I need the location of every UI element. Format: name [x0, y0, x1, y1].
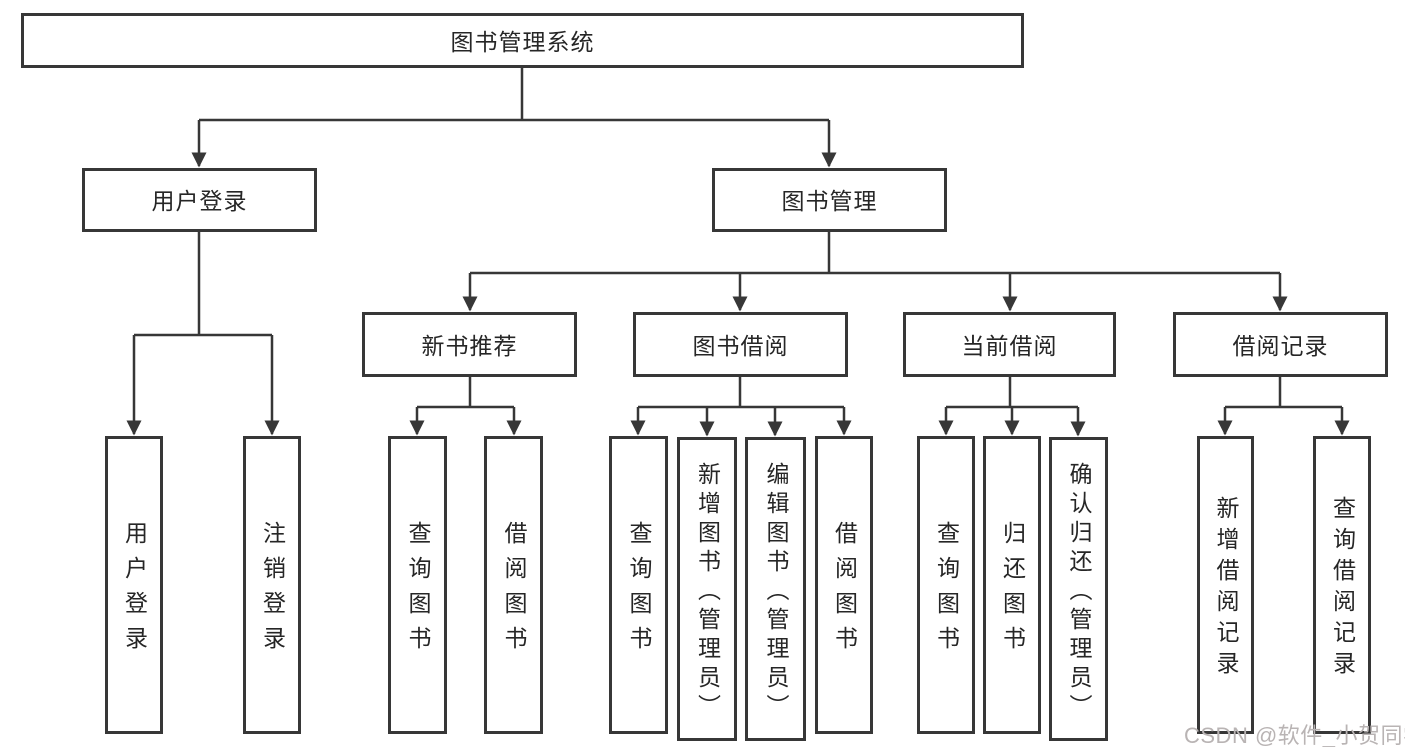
leaf-query-books-borrow: 查询图书: [609, 436, 668, 734]
leaf-label: 编辑图书（管理员）: [763, 461, 789, 723]
leaf-label: 查询图书: [933, 521, 960, 661]
leaf-label: 用户登录: [121, 521, 148, 661]
node-label: 图书借阅: [692, 332, 789, 359]
node-label: 图书管理: [781, 188, 878, 214]
leaf-label: 查询图书: [626, 521, 652, 661]
leaf-label: 注销登录: [259, 521, 286, 661]
node-label: 用户登录: [151, 188, 248, 214]
leaf-edit-book-admin: 编辑图书（管理员）: [745, 437, 806, 741]
leaf-query-books-recommend: 查询图书: [388, 436, 447, 734]
csdn-watermark: CSDN @软件_小贺同学: [1184, 723, 1405, 747]
leaf-return-book: 归还图书: [983, 436, 1041, 734]
leaf-label: 查询借阅记录: [1329, 496, 1356, 682]
leaf-label: 归还图书: [999, 521, 1026, 661]
node-borrow-records: 借阅记录: [1173, 312, 1388, 377]
leaf-label: 新增图书（管理员）: [694, 461, 721, 723]
leaf-add-book-admin: 新增图书（管理员）: [677, 437, 737, 741]
node-book-borrow: 图书借阅: [633, 312, 848, 377]
node-new-book-recommend: 新书推荐: [362, 312, 577, 377]
node-book-management: 图书管理: [712, 168, 947, 232]
node-label: 图书管理系统: [450, 28, 595, 55]
node-label: 新书推荐: [421, 332, 518, 359]
leaf-borrow-books-recommend: 借阅图书: [484, 436, 543, 734]
node-label: 当前借阅: [961, 332, 1058, 359]
node-label: 借阅记录: [1232, 332, 1329, 359]
node-library-management-system: 图书管理系统: [21, 13, 1024, 68]
node-user-login: 用户登录: [82, 168, 317, 232]
leaf-user-login: 用户登录: [105, 436, 163, 734]
leaf-label: 借阅图书: [501, 521, 527, 661]
node-current-borrow: 当前借阅: [903, 312, 1116, 377]
leaf-query-books-current: 查询图书: [917, 436, 975, 734]
leaf-label: 新增借阅记录: [1213, 496, 1239, 682]
leaf-confirm-return-admin: 确认归还（管理员）: [1049, 437, 1108, 741]
leaf-label: 借阅图书: [831, 521, 858, 661]
leaf-add-borrow-record: 新增借阅记录: [1197, 436, 1254, 734]
leaf-borrow-books: 借阅图书: [815, 436, 873, 734]
leaf-query-borrow-record: 查询借阅记录: [1313, 436, 1371, 734]
leaf-label: 查询图书: [405, 521, 431, 661]
leaf-logout: 注销登录: [243, 436, 301, 734]
leaf-label: 确认归还（管理员）: [1066, 461, 1092, 723]
